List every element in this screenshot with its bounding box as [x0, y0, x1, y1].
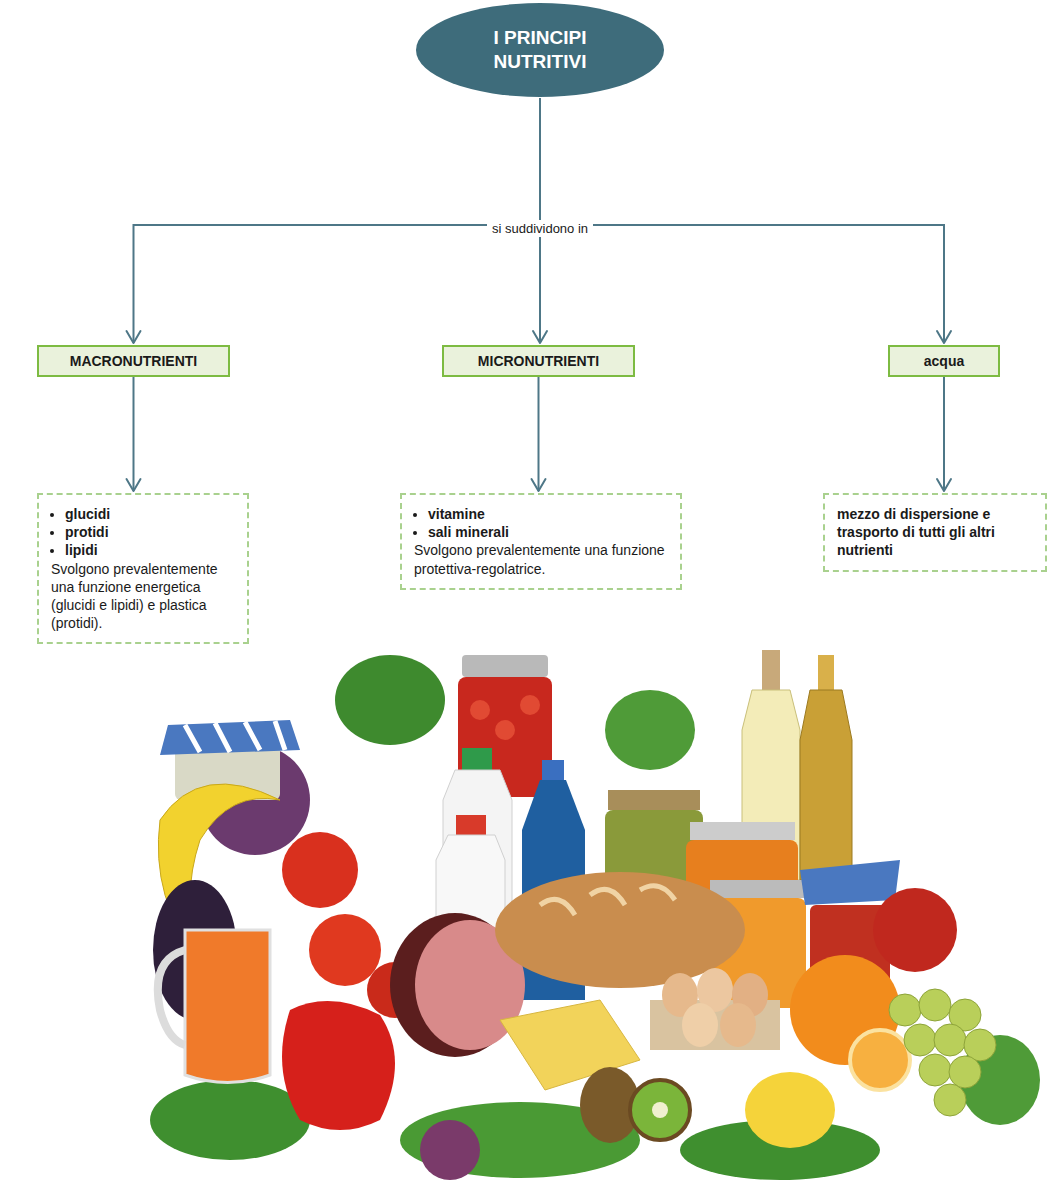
onion — [420, 1120, 480, 1180]
bullet-list: glucidiprotidilipidi — [51, 505, 235, 560]
grapes — [889, 989, 996, 1116]
category-box: MACRONUTRIENTI — [37, 345, 230, 377]
list-item: glucidi — [65, 505, 235, 523]
red-pepper — [282, 1001, 395, 1130]
body-text: Svolgono prevalentemente una funzione pr… — [414, 541, 668, 577]
category-box: MICRONUTRIENTI — [442, 345, 635, 377]
list-item: vitamine — [428, 505, 668, 523]
greens — [150, 655, 1040, 1180]
lemon — [745, 1072, 835, 1148]
box-label: MACRONUTRIENTI — [70, 353, 198, 369]
bullet-list: vitaminesali minerali — [414, 505, 668, 541]
list-item: lipidi — [65, 541, 235, 559]
detail-box: glucidiprotidilipidiSvolgono prevalentem… — [37, 493, 249, 644]
ellipse-shape — [415, 2, 665, 98]
connector — [532, 377, 546, 491]
connector — [540, 98, 951, 343]
list-item: protidi — [65, 523, 235, 541]
detail-box: mezzo di dispersione e trasporto di tutt… — [823, 493, 1047, 572]
list-item: sali minerali — [428, 523, 668, 541]
body-text: mezzo di dispersione e trasporto di tutt… — [837, 505, 1033, 560]
eggs — [650, 968, 780, 1050]
detail-box: vitaminesali mineraliSvolgono prevalente… — [400, 493, 682, 590]
connector — [127, 377, 141, 491]
box-label: acqua — [924, 353, 964, 369]
apple — [873, 888, 957, 972]
box-label: MICRONUTRIENTI — [478, 353, 599, 369]
connector — [937, 377, 951, 491]
kiwi — [580, 1067, 690, 1143]
title-text: I PRINCIPI NUTRITIVI — [415, 26, 665, 74]
orange-slice — [850, 1030, 910, 1090]
title-ellipse: I PRINCIPI NUTRITIVI — [415, 2, 665, 98]
category-box: acqua — [888, 345, 1000, 377]
edge-label: si suddividono in — [487, 220, 593, 237]
connector — [127, 98, 541, 343]
body-text: Svolgono prevalentemente una funzione en… — [51, 560, 235, 633]
juice-jug — [158, 930, 270, 1083]
